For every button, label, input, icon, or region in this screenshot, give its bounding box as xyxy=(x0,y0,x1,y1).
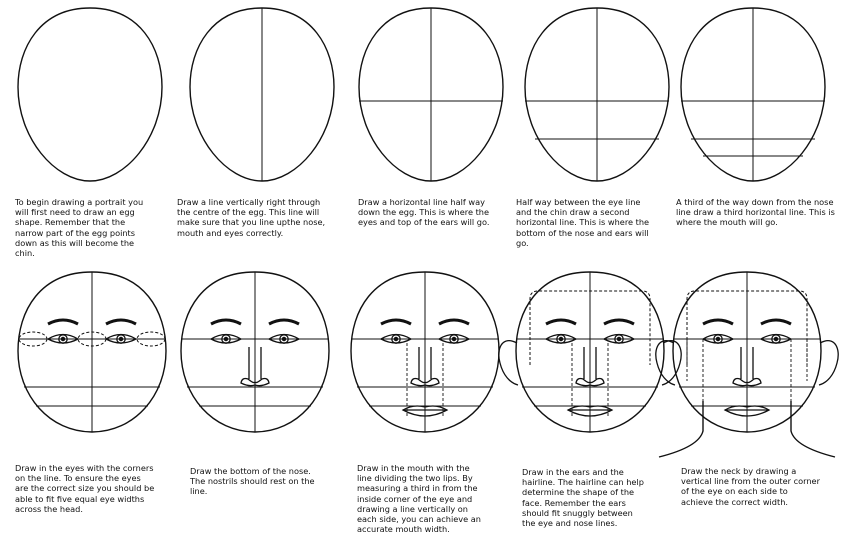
step-2-caption: Draw a line vertically right through the… xyxy=(177,197,327,238)
step-1-egg xyxy=(18,8,162,181)
step-10-caption: Draw the neck by drawing a vertical line… xyxy=(681,466,821,507)
step-8-mouth xyxy=(351,272,499,432)
step-2-vertical-line xyxy=(190,8,334,181)
step-10-neck xyxy=(656,272,838,457)
step-7-nose xyxy=(181,272,329,432)
step-9-ears-hairline xyxy=(499,272,681,432)
step-8-caption: Draw in the mouth with the line dividing… xyxy=(357,463,482,534)
step-9-caption: Draw in the ears and the hairline. The h… xyxy=(522,467,647,528)
step-3-eye-line xyxy=(359,8,503,181)
step-3-caption: Draw a horizontal line half way down the… xyxy=(358,197,498,228)
step-5-caption: A third of the way down from the nose li… xyxy=(676,197,836,228)
step-4-nose-line xyxy=(525,8,669,181)
step-7-caption: Draw the bottom of the nose. The nostril… xyxy=(190,466,320,497)
step-6-eyes xyxy=(18,272,166,432)
step-6-caption: Draw in the eyes with the corners on the… xyxy=(15,463,155,514)
step-4-caption: Half way between the eye line and the ch… xyxy=(516,197,651,248)
step-1-caption: To begin drawing a portrait you will fir… xyxy=(15,197,150,258)
step-5-mouth-line xyxy=(681,8,825,181)
